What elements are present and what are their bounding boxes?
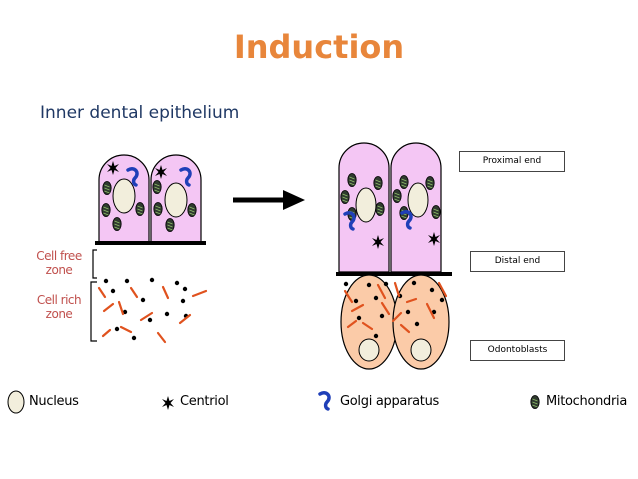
left-epithelial-cell-1 <box>98 154 150 243</box>
legend-golgi-label: Golgi apparatus <box>340 394 439 409</box>
diagram-subtitle: Inner dental epithelium <box>40 103 240 123</box>
proximal-end-label: Proximal end <box>459 151 565 172</box>
left-epithelial-cell-2 <box>150 154 202 243</box>
right-epithelial-cell-1 <box>338 142 390 273</box>
left-pulp-cells <box>103 277 189 341</box>
cell-rich-zone-bracket <box>90 281 97 342</box>
cell-free-zone-label: Cell free zone <box>36 249 82 277</box>
cell-rich-zone-label: Cell rich zone <box>36 293 82 321</box>
diagram-title: Induction <box>233 28 405 66</box>
right-collagen-fibers <box>343 281 448 334</box>
legend-nucleus-label: Nucleus <box>29 394 79 409</box>
odontoblast-cell-1 <box>340 274 398 370</box>
legend-centriol-label: Centriol <box>180 394 229 409</box>
induction-arrow <box>233 190 305 210</box>
odontoblasts-label: Odontoblasts <box>470 340 565 361</box>
legend-centriol-icon <box>162 396 174 410</box>
legend-golgi-icon <box>318 391 331 411</box>
left-collagen-fibers <box>97 285 208 344</box>
right-epithelial-cell-2 <box>390 142 442 273</box>
distal-end-label: Distal end <box>470 251 565 272</box>
legend-nucleus-icon <box>7 390 25 414</box>
odontoblast-cell-2 <box>392 274 450 370</box>
cell-free-zone-bracket <box>92 249 97 279</box>
legend-mitochondria-icon <box>530 395 540 409</box>
legend-mitochondria-label: Mitochondria <box>546 394 628 409</box>
